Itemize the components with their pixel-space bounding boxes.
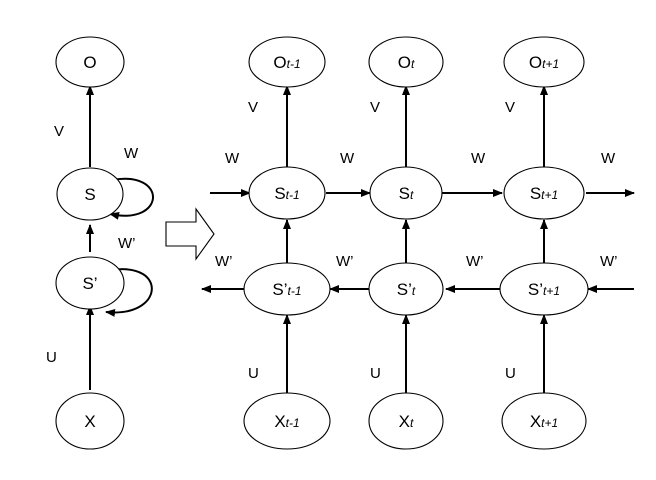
svg-text:O: O — [83, 53, 96, 72]
label-v-t-1: V — [248, 99, 258, 116]
folded-label-w: W — [124, 145, 139, 162]
node-o-t-1: Ot-1 — [248, 36, 326, 88]
label-w-prime-t-plus-1-to-t: W’ — [466, 253, 484, 270]
label-w-t-to-t-plus-1: W — [471, 150, 486, 167]
folded-node-s-prime: S’ — [55, 256, 125, 310]
node-o-t: Ot — [368, 36, 444, 88]
folded-node-x: X — [55, 392, 125, 450]
label-u-t-plus-1: U — [505, 365, 516, 382]
svg-text:S’t: S’t — [397, 280, 416, 299]
column-t: V U Ot St S’t Xt — [368, 36, 444, 450]
svg-text:Ot-1: Ot-1 — [273, 53, 300, 72]
folded-label-v: V — [54, 123, 64, 140]
svg-text:S’t-1: S’t-1 — [272, 280, 301, 299]
svg-text:Ot: Ot — [398, 53, 415, 72]
unfolded-network: W W W W W’ W’ W’ W’ V U Ot-1 St-1 S’t-1 — [201, 36, 635, 450]
label-v-t: V — [370, 99, 380, 116]
label-w-t-1-to-t: W — [340, 150, 355, 167]
svg-text:Ot+1: Ot+1 — [529, 53, 559, 72]
svg-text:Xt-1: Xt-1 — [274, 412, 299, 431]
svg-text:St: St — [399, 184, 414, 203]
column-t-minus-1: V U Ot-1 St-1 S’t-1 Xt-1 — [243, 36, 331, 450]
node-o-t-plus-1: Ot+1 — [503, 36, 585, 88]
node-s-t-1: St-1 — [248, 166, 326, 220]
node-x-t: Xt — [368, 392, 444, 450]
unfold-arrow-icon — [165, 207, 215, 261]
svg-text:S’t+1: S’t+1 — [528, 280, 560, 299]
folded-node-o: O — [55, 36, 125, 88]
label-w-prime-in: W’ — [600, 253, 618, 270]
folded-label-w-prime: W’ — [118, 235, 136, 252]
node-x-t-1: Xt-1 — [243, 392, 331, 450]
node-s-prime-t-1: S’t-1 — [243, 262, 331, 316]
folded-label-u: U — [46, 349, 57, 366]
node-s-t: St — [369, 166, 443, 220]
node-s-t-plus-1: St+1 — [503, 166, 585, 220]
label-w-prime-out-t-1: W’ — [215, 253, 233, 270]
folded-node-s: S — [56, 167, 124, 221]
node-x-t-plus-1: Xt+1 — [501, 392, 587, 450]
node-s-prime-t-plus-1: S’t+1 — [499, 262, 589, 316]
label-u-t: U — [370, 365, 381, 382]
label-w-prime-t-to-t-1: W’ — [336, 253, 354, 270]
column-t-plus-1: V U Ot+1 St+1 S’t+1 Xt+1 — [499, 36, 589, 450]
folded-network: V W W’ U O S S’ X — [46, 36, 154, 450]
svg-text:S’: S’ — [82, 274, 97, 293]
folded-loop-s — [109, 177, 154, 220]
node-s-prime-t: S’t — [368, 262, 444, 316]
label-u-t-1: U — [248, 365, 259, 382]
label-v-t-plus-1: V — [505, 99, 515, 116]
folded-loop-s-prime — [105, 268, 153, 317]
svg-text:Xt+1: Xt+1 — [530, 412, 558, 431]
label-w-out: W — [601, 150, 616, 167]
label-w-into-t-1: W — [225, 150, 240, 167]
svg-text:X: X — [84, 412, 95, 431]
svg-text:Xt: Xt — [399, 412, 414, 431]
svg-text:St-1: St-1 — [274, 184, 299, 203]
svg-text:St+1: St+1 — [530, 184, 558, 203]
svg-text:S: S — [84, 185, 95, 204]
